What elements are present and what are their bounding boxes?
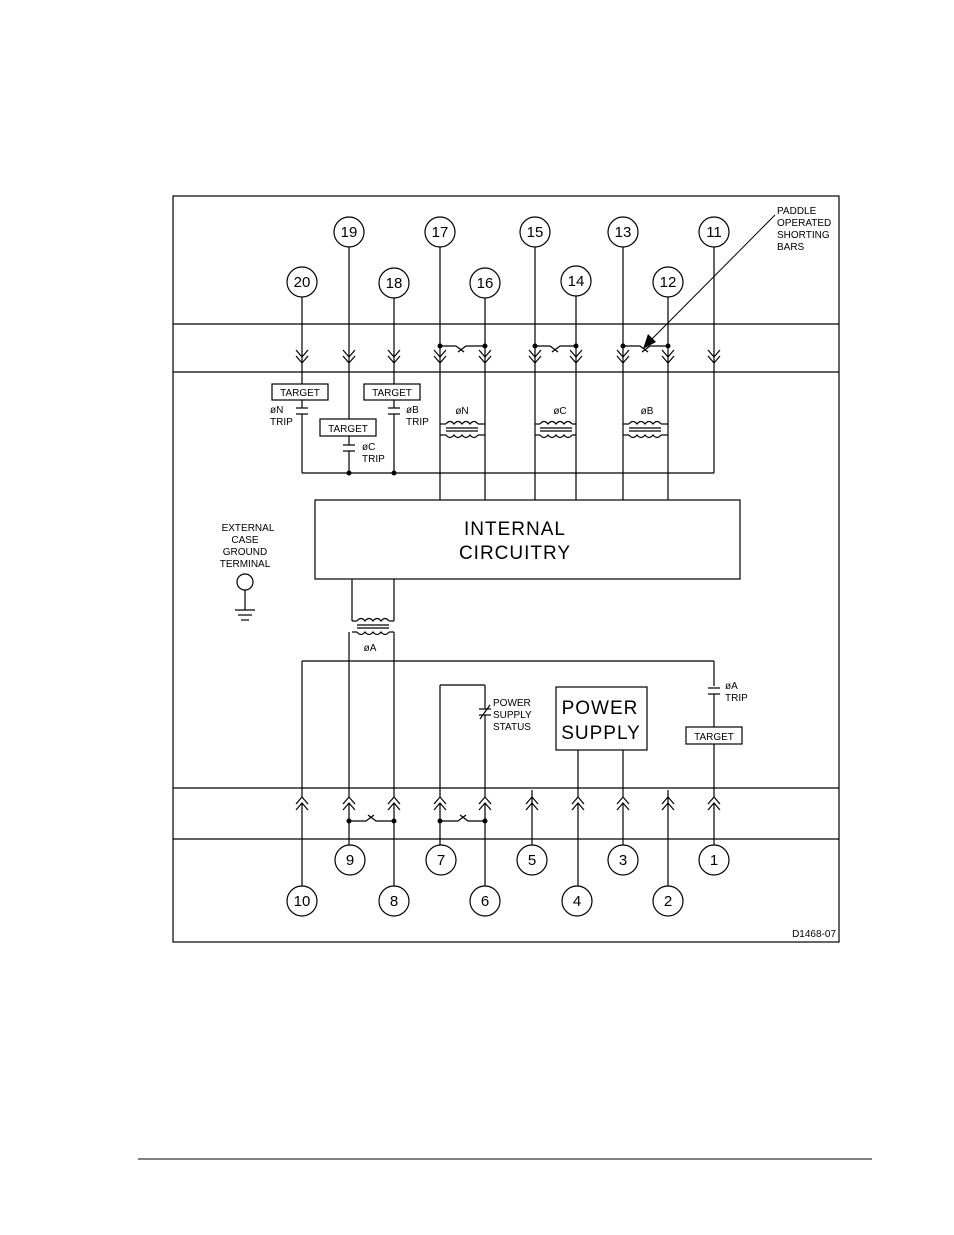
ct-b — [622, 363, 669, 500]
terminal-13: 13 — [607, 216, 639, 248]
svg-text:POWER: POWER — [562, 698, 639, 719]
power-supply-status-label-1: SUPPLY — [493, 710, 532, 721]
terminal-5: 5 — [516, 844, 548, 876]
svg-text:INTERNAL: INTERNAL — [464, 519, 566, 540]
svg-text:TARGET: TARGET — [280, 388, 320, 399]
ct-label-b: øB — [641, 406, 654, 417]
trip-contact-n — [296, 407, 308, 415]
terminal-3: 3 — [607, 844, 639, 876]
svg-text:TARGET: TARGET — [372, 388, 412, 399]
svg-text:10: 10 — [294, 893, 311, 910]
ct-label-a: øA — [364, 643, 377, 654]
terminal-4: 4 — [561, 885, 593, 917]
trip-label-a-trip: TRIP — [725, 693, 748, 704]
svg-text:OPERATED: OPERATED — [777, 218, 831, 229]
lower-leads — [301, 790, 715, 886]
svg-text:4: 4 — [573, 893, 581, 910]
upper-shorting-bars — [437, 343, 671, 353]
trip-label-b-trip: TRIP — [406, 417, 429, 428]
diagram-frame — [172, 195, 840, 943]
svg-text:14: 14 — [568, 273, 585, 290]
svg-text:SHORTING: SHORTING — [777, 230, 830, 241]
svg-text:TARGET: TARGET — [328, 424, 368, 435]
terminal-2: 2 — [652, 885, 684, 917]
svg-text:TARGET: TARGET — [694, 732, 734, 743]
terminal-10: 10 — [286, 885, 318, 917]
svg-text:CASE: CASE — [231, 535, 259, 546]
svg-text:TERMINAL: TERMINAL — [220, 559, 271, 570]
svg-text:GROUND: GROUND — [223, 547, 267, 558]
svg-text:17: 17 — [432, 224, 449, 241]
svg-text:EXTERNAL: EXTERNAL — [222, 523, 275, 534]
svg-text:BARS: BARS — [777, 242, 805, 253]
power-supply-status-label-0: POWER — [493, 698, 531, 709]
svg-text:PADDLE: PADDLE — [777, 206, 817, 217]
terminal-9: 9 — [334, 844, 366, 876]
terminal-6: 6 — [469, 885, 501, 917]
svg-text:8: 8 — [390, 893, 398, 910]
trip-label-a: øA — [725, 681, 738, 692]
terminal-14: 14 — [560, 265, 592, 297]
trip-contact-c — [343, 444, 355, 452]
target-c: TARGET — [319, 418, 377, 437]
svg-text:13: 13 — [615, 224, 632, 241]
ct-c — [534, 363, 577, 500]
power-supply-status-label-2: STATUS — [493, 722, 531, 733]
terminal-12: 12 — [652, 266, 684, 298]
svg-text:20: 20 — [294, 274, 311, 291]
target-n: TARGET — [271, 383, 329, 401]
svg-text:5: 5 — [528, 852, 536, 869]
svg-text:SUPPLY: SUPPLY — [561, 723, 641, 744]
trip-contact-a — [708, 687, 720, 695]
target-b: TARGET — [363, 383, 421, 401]
ct-label-c: øC — [553, 406, 566, 417]
ct-n — [439, 363, 486, 500]
terminal-8: 8 — [378, 885, 410, 917]
terminal-20: 20 — [286, 266, 318, 298]
ct-a — [348, 579, 395, 798]
svg-text:18: 18 — [386, 275, 403, 292]
svg-text:11: 11 — [706, 224, 722, 241]
svg-text:15: 15 — [527, 224, 544, 241]
svg-text:19: 19 — [341, 224, 358, 241]
svg-text:7: 7 — [437, 852, 445, 869]
ct-label-n: øN — [455, 406, 468, 417]
trip-label-n-trip: TRIP — [270, 417, 293, 428]
ground-terminal: EXTERNAL CASE GROUND TERMINAL — [220, 523, 275, 621]
terminal-19: 19 — [333, 216, 365, 248]
terminal-18: 18 — [378, 267, 410, 299]
shorting-bar-callout: PADDLE OPERATED SHORTING BARS — [643, 206, 831, 349]
trip-label-b: øB — [406, 405, 419, 416]
terminal-11: 11 — [698, 216, 730, 248]
svg-text:12: 12 — [660, 274, 677, 291]
target-a: TARGET — [685, 726, 743, 745]
lower-shorting-bars — [346, 814, 488, 824]
trip-label-c-trip: TRIP — [362, 454, 385, 465]
terminal-15: 15 — [519, 216, 551, 248]
lower-connectors — [295, 796, 721, 811]
internal-circuitry-block: INTERNAL CIRCUITRY — [314, 499, 741, 580]
svg-text:2: 2 — [664, 893, 672, 910]
upper-leads — [301, 247, 715, 362]
upper-connectors — [295, 349, 721, 364]
svg-text:6: 6 — [481, 893, 489, 910]
terminal-1: 1 — [698, 844, 730, 876]
terminal-7: 7 — [425, 844, 457, 876]
trip-label-n: øN — [270, 405, 283, 416]
drawing-number: D1468-07 — [792, 929, 836, 940]
trip-contact-b — [388, 407, 400, 415]
power-supply-status-contact — [439, 684, 491, 798]
power-supply-block: POWER SUPPLY — [555, 686, 648, 798]
svg-text:3: 3 — [619, 852, 627, 869]
lower-common-wiring — [301, 660, 715, 798]
svg-text:1: 1 — [710, 852, 718, 869]
svg-text:CIRCUITRY: CIRCUITRY — [459, 543, 571, 564]
upper-inner-leads — [301, 363, 715, 474]
terminal-16: 16 — [469, 267, 501, 299]
terminal-17: 17 — [424, 216, 456, 248]
trip-label-c: øC — [362, 442, 375, 453]
svg-text:16: 16 — [477, 275, 494, 292]
svg-text:9: 9 — [346, 852, 354, 869]
